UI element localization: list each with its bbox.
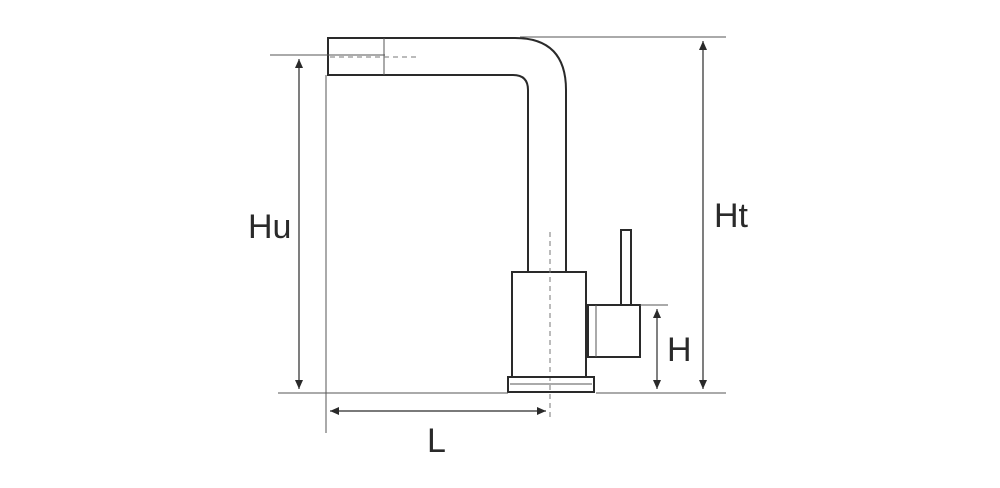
handle-lever xyxy=(620,229,632,306)
handle-hub xyxy=(587,304,641,358)
dimension-labels: Hu Ht H L xyxy=(248,197,749,460)
base-ring xyxy=(507,376,595,393)
label-l: L xyxy=(427,422,446,460)
faucet-body xyxy=(327,37,641,418)
label-h: H xyxy=(667,331,692,369)
label-ht: Ht xyxy=(714,197,749,235)
dimension-arrows xyxy=(295,41,707,415)
label-hu: Hu xyxy=(248,208,291,246)
faucet-body-cylinder xyxy=(511,271,587,378)
spout-outline xyxy=(327,37,567,273)
extension-lines xyxy=(270,36,726,433)
